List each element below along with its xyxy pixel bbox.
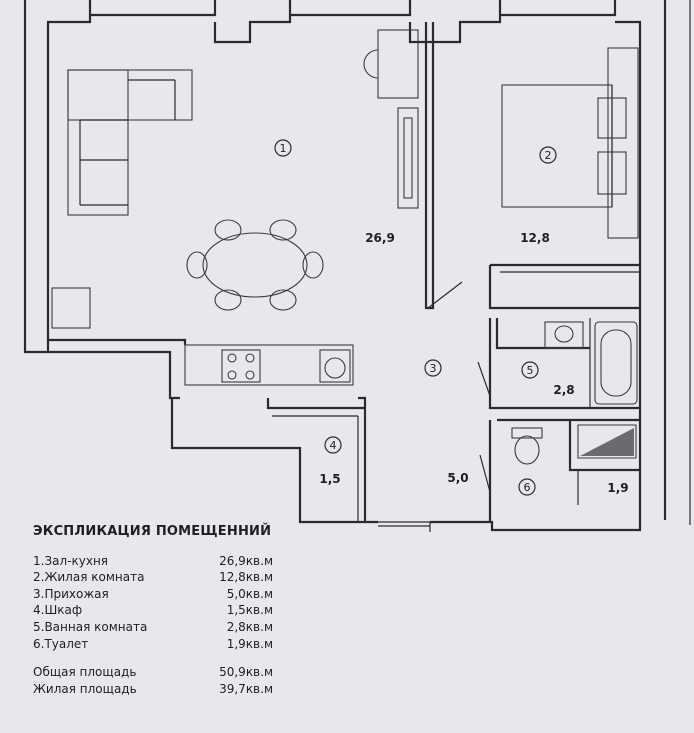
- legend-row: 3.Прихожая 5,0кв.м: [33, 586, 273, 603]
- legend-room-area: 2,8кв.м: [226, 619, 273, 634]
- room-3-number: 3: [430, 362, 437, 375]
- room-6-area: 1,9: [607, 481, 628, 495]
- room-5-area: 2,8: [553, 383, 574, 397]
- legend-row: 6.Туалет 1,9кв.м: [33, 636, 273, 653]
- legend-row: 4.Шкаф 1,5кв.м: [33, 602, 273, 619]
- boiler: [577, 424, 637, 459]
- doors: [378, 281, 491, 532]
- room-2-number: 2: [545, 149, 552, 162]
- legend-row: 5.Ванная комната 2,8кв.м: [33, 619, 273, 636]
- legend-room-area: 5,0кв.м: [226, 586, 273, 601]
- living-area-value: 39,7кв.м: [219, 681, 273, 696]
- toilet: [511, 427, 543, 465]
- legend-room-area: 1,9кв.м: [226, 636, 273, 651]
- desk: [363, 29, 419, 99]
- wardrobe: [607, 47, 639, 239]
- dining-table: [186, 219, 324, 311]
- outer-walls: [23, 0, 691, 532]
- room-markers: 1 2 3 4 5 6: [274, 139, 557, 496]
- sink: [544, 321, 584, 349]
- total-area-value: 50,9кв.м: [219, 665, 273, 680]
- room-5-number: 5: [527, 364, 534, 377]
- room-4-area: 1,5: [319, 472, 340, 486]
- bed: [501, 84, 627, 208]
- legend-room-name: 3.Прихожая: [33, 586, 109, 601]
- legend-room-name: 4.Шкаф: [33, 603, 83, 618]
- armchair: [51, 287, 91, 329]
- legend-title: ЭКСПЛИКАЦИЯ ПОМЕЩЕННИЙ: [33, 524, 272, 539]
- legend-room-name: 6.Туалет: [33, 636, 89, 651]
- legend-room-name: 1.Зал-кухня: [33, 553, 109, 568]
- legend-total-row: Жилая площадь 39,7кв.м: [33, 681, 273, 698]
- total-area-label: Общая площадь: [33, 665, 137, 680]
- kitchen-counter: [184, 344, 354, 386]
- tv-unit: [397, 107, 419, 209]
- room-1-number: 1: [280, 142, 287, 155]
- room-2-area: 12,8: [520, 231, 550, 245]
- legend-room-name: 2.Жилая комната: [33, 570, 145, 585]
- legend-room-name: 5.Ванная комната: [33, 619, 148, 634]
- bathtub: [594, 321, 638, 405]
- room-areas: 26,9 12,8 5,0 1,5 2,8 1,9: [319, 231, 628, 495]
- room-1-area: 26,9: [365, 231, 395, 245]
- room-3-area: 5,0: [447, 471, 468, 485]
- legend-room-area: 1,5кв.м: [226, 603, 273, 618]
- room-6-number: 6: [524, 481, 531, 494]
- interior-walls: [266, 22, 640, 522]
- living-area-label: Жилая площадь: [33, 681, 137, 696]
- legend-total-row: Общая площадь 50,9кв.м: [33, 664, 273, 681]
- legend-room-area: 12,8кв.м: [219, 570, 273, 585]
- legend-row: 1.Зал-кухня 26,9кв.м: [33, 553, 273, 570]
- legend-row: 2.Жилая комната 12,8кв.м: [33, 569, 273, 586]
- room-legend: ЭКСПЛИКАЦИЯ ПОМЕЩЕННИЙ 1.Зал-кухня 26,9к…: [33, 524, 273, 697]
- sofa: [67, 69, 193, 216]
- legend-room-area: 26,9кв.м: [219, 553, 273, 568]
- room-4-number: 4: [330, 439, 337, 452]
